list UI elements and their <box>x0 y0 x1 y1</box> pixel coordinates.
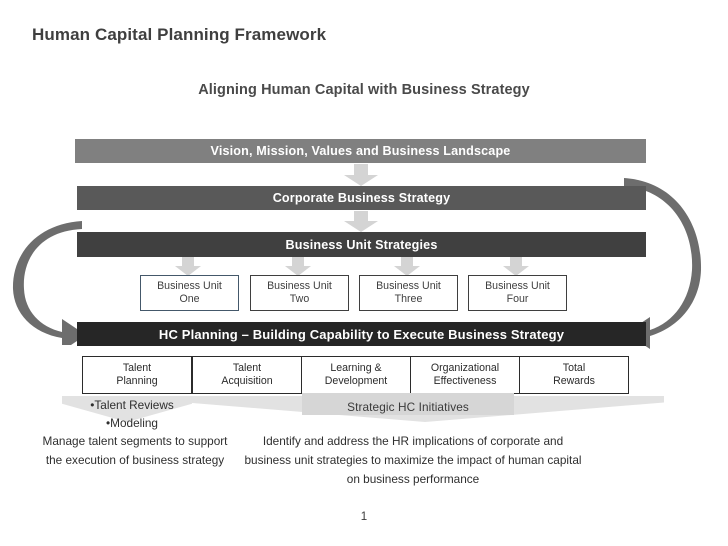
bar-vision-mission-values: Vision, Mission, Values and Business Lan… <box>75 139 646 163</box>
arrow-shaft <box>354 211 368 221</box>
strategic-hc-initiatives-label: Strategic HC Initiatives <box>347 400 469 414</box>
bullet-item: •Talent Reviews <box>90 398 174 412</box>
arrow-head <box>503 266 529 276</box>
business-unit-box-one[interactable]: Business Unit One <box>140 275 239 311</box>
talent-planning-bullets: •Talent Reviews •Modeling <box>52 396 212 432</box>
hc-function-label: Talent Acquisition <box>221 361 273 388</box>
hc-function-box-organizational-effectiveness[interactable]: Organizational Effectiveness <box>410 356 520 394</box>
hc-function-label: Organizational Effectiveness <box>430 361 500 388</box>
business-unit-label: Business Unit Two <box>267 279 332 306</box>
chevron-band-plate <box>302 393 514 415</box>
arrow-shaft <box>401 257 413 266</box>
page-title: Human Capital Planning Framework <box>32 25 327 44</box>
business-unit-box-three[interactable]: Business Unit Three <box>359 275 458 311</box>
page-number: 1 <box>360 511 368 523</box>
hc-function-box-talent-acquisition[interactable]: Talent Acquisition <box>192 356 302 394</box>
arrow-shaft <box>182 257 194 266</box>
page-subtitle: Aligning Human Capital with Business Str… <box>198 82 530 98</box>
description-talent-planning: Manage talent segments to support the ex… <box>42 434 228 467</box>
arrow-shaft <box>510 257 522 266</box>
bullet-item: •Modeling <box>105 416 158 430</box>
bar-corporate-business-strategy: Corporate Business Strategy <box>77 186 646 210</box>
arrow-shaft <box>354 164 368 175</box>
bar-business-unit-strategies: Business Unit Strategies <box>77 232 646 257</box>
hc-function-box-talent-planning[interactable]: Talent Planning <box>82 356 192 394</box>
bar-hc-planning: HC Planning – Building Capability to Exe… <box>77 322 646 346</box>
arrow-head <box>175 266 201 276</box>
business-unit-label: Business Unit One <box>157 279 222 306</box>
description-strategic-hc-initiatives: Identify and address the HR implications… <box>244 434 582 486</box>
arrow-head <box>344 175 378 186</box>
arrow-shaft <box>292 257 304 266</box>
arrow-head <box>394 266 420 276</box>
business-unit-label: Business Unit Four <box>485 279 550 306</box>
business-unit-box-four[interactable]: Business Unit Four <box>468 275 567 311</box>
hc-function-label: Talent Planning <box>116 361 158 388</box>
arrow-head <box>344 221 378 232</box>
hc-function-label: Total Rewards <box>553 361 595 388</box>
hc-function-label: Learning & Development <box>324 361 388 388</box>
business-unit-box-two[interactable]: Business Unit Two <box>250 275 349 311</box>
arrow-head <box>285 266 311 276</box>
hc-function-box-learning-development[interactable]: Learning & Development <box>301 356 411 394</box>
business-unit-label: Business Unit Three <box>376 279 441 306</box>
hc-function-box-total-rewards[interactable]: Total Rewards <box>519 356 629 394</box>
